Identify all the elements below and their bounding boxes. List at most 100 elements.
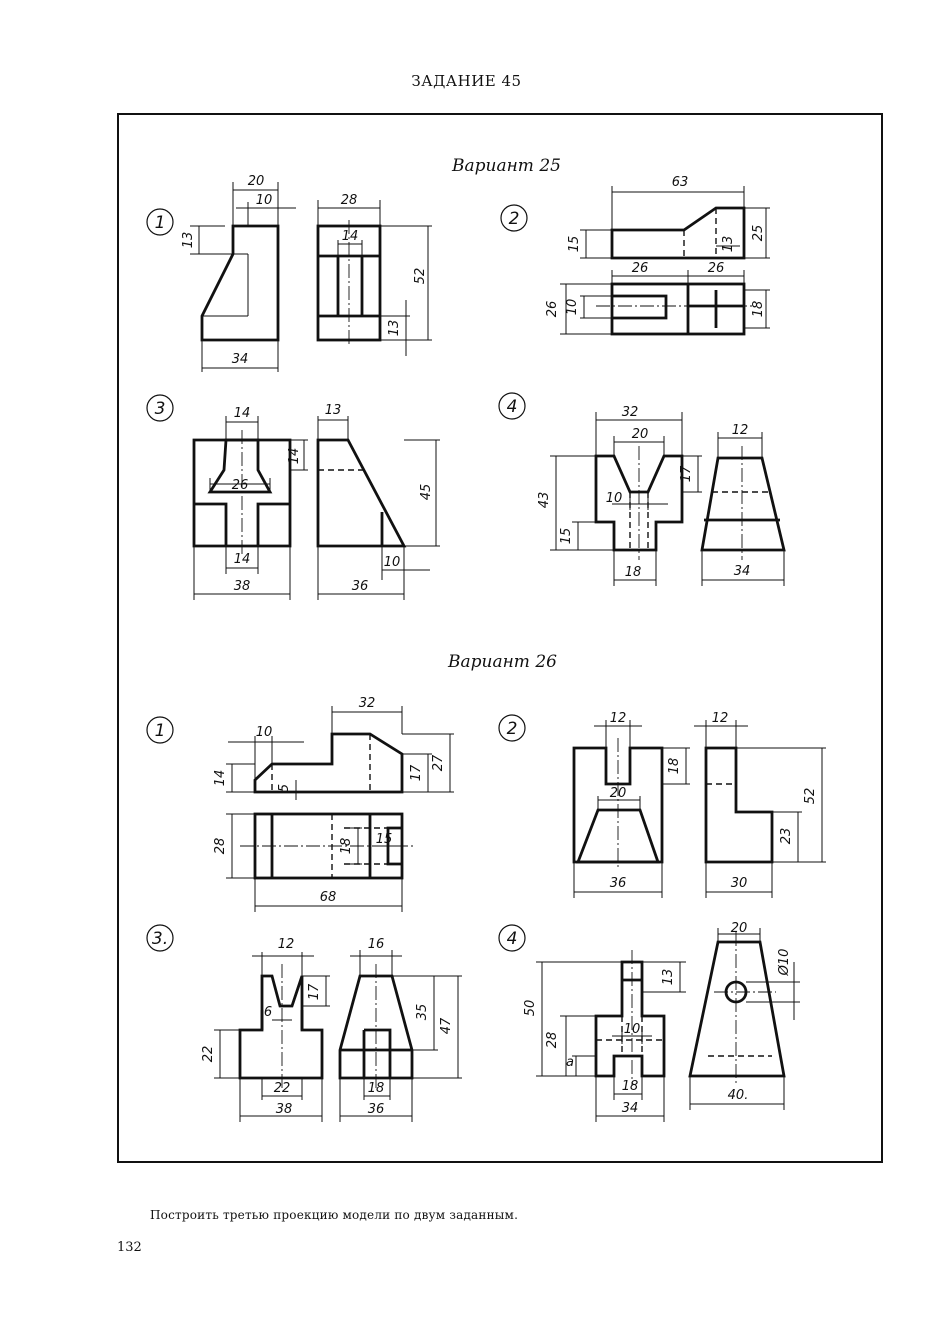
dimension-label: 10 xyxy=(256,193,273,208)
dimension-lines xyxy=(580,186,770,259)
dimension-lines xyxy=(689,928,800,1110)
dimension-label: 26 xyxy=(545,301,560,318)
dimension-lines xyxy=(560,270,770,335)
exercise-number-circle xyxy=(146,208,174,236)
dimension-label: 20 xyxy=(632,427,649,442)
dimension-label: 20 xyxy=(731,921,748,936)
variant-25-title: Вариант 25 xyxy=(452,156,561,176)
dimension-label: 28 xyxy=(545,1032,560,1049)
v25-ex3: 3 14 14 26 14 38 13 45 10 36 xyxy=(146,394,440,600)
dimension-label: 38 xyxy=(234,579,251,594)
dimension-lines xyxy=(226,813,406,912)
dimension-label: 28 xyxy=(213,838,228,855)
dimension-lines xyxy=(536,961,686,1122)
dimension-label: 10 xyxy=(624,1022,641,1037)
dimension-label: 25 xyxy=(751,225,766,242)
centerline xyxy=(714,932,776,1086)
dimension-label: 43 xyxy=(537,492,552,509)
dimension-label: 18 xyxy=(339,838,354,855)
front-view xyxy=(200,224,280,342)
dimension-label: 17 xyxy=(409,764,424,781)
dimension-label: 34 xyxy=(622,1101,639,1116)
dimension-label: 10 xyxy=(256,725,273,740)
exercise-number-circle xyxy=(498,714,526,742)
exercise-number: 3 xyxy=(155,399,166,419)
dimension-label: 18 xyxy=(622,1079,639,1094)
exercise-number-circle xyxy=(500,204,528,232)
dimension-label: 13 xyxy=(325,403,342,418)
dimension-label: 63 xyxy=(672,175,689,190)
front-view xyxy=(238,974,324,1080)
dimension-label: 14 xyxy=(234,406,251,421)
exercise-number-circle xyxy=(498,392,526,420)
side-view xyxy=(316,438,407,548)
dimension-label: 28 xyxy=(341,193,358,208)
side-view xyxy=(704,746,774,864)
front-view xyxy=(253,732,404,794)
dimension-label: 20 xyxy=(248,174,265,189)
page-title: ЗАДАНИЕ 45 xyxy=(411,72,522,90)
dimension-label: 20 xyxy=(610,786,627,801)
dimension-label: 10 xyxy=(384,555,401,570)
task-instruction: Построить третью проекцию модели по двум… xyxy=(150,1208,519,1222)
v25-ex4: 4 32 20 17 43 10 15 18 12 34 xyxy=(498,392,786,586)
dimension-label: 13 xyxy=(661,969,676,986)
dimension-label: 45 xyxy=(419,484,434,501)
dimension-lines xyxy=(214,952,330,1122)
front-view xyxy=(610,282,746,336)
variant-26-title: Вариант 26 xyxy=(448,652,557,672)
dimension-label: 23 xyxy=(779,828,794,845)
dimension-label: 13 xyxy=(181,232,196,249)
dimension-label: Ø10 xyxy=(777,949,792,977)
dimension-label: 22 xyxy=(274,1081,291,1096)
drawing-frame xyxy=(117,113,883,1163)
side-view xyxy=(700,456,786,552)
dimension-label: 32 xyxy=(359,696,376,711)
dimension-label: 16 xyxy=(368,937,385,952)
dimension-label: 27 xyxy=(431,754,446,771)
front-view-edges xyxy=(194,502,290,546)
dimension-label: 32 xyxy=(622,405,639,420)
exercise-number: 1 xyxy=(155,213,166,233)
dimension-label: 38 xyxy=(276,1102,293,1117)
dimension-label: 36 xyxy=(368,1102,385,1117)
dimension-label: 14 xyxy=(234,552,251,567)
dimension-label: 14 xyxy=(342,229,359,244)
dimension-label: 36 xyxy=(610,876,627,891)
dimension-label: 15 xyxy=(559,528,574,545)
dimension-lines xyxy=(193,416,308,600)
dimension-label: 22 xyxy=(201,1046,216,1063)
exercise-number: 1 xyxy=(155,721,166,741)
dimension-label: 12 xyxy=(732,423,749,438)
dimension-lines xyxy=(317,200,432,356)
dimension-lines xyxy=(573,720,690,898)
dimension-label: 15 xyxy=(567,236,582,253)
dimension-label: 18 xyxy=(667,758,682,775)
page-number: 132 xyxy=(117,1240,142,1255)
dimension-label: a xyxy=(566,1055,574,1070)
exercise-number: 3. xyxy=(152,929,168,949)
dimension-lines xyxy=(226,706,454,800)
dimension-label: 10 xyxy=(565,299,580,316)
front-view-edges xyxy=(612,284,744,334)
dimension-label: 36 xyxy=(352,579,369,594)
v26-ex3: 3. 12 17 6 22 22 38 16 35 47 18 36 xyxy=(146,924,462,1122)
dimension-lines xyxy=(339,950,462,1122)
dimension-label: 26 xyxy=(632,261,649,276)
dimension-label: 12 xyxy=(712,711,729,726)
dimension-label: 14 xyxy=(213,770,228,787)
exercise-number-circle xyxy=(146,924,174,952)
dimension-lines xyxy=(317,416,440,600)
dimension-label: 12 xyxy=(610,711,627,726)
dimension-label: 50 xyxy=(523,1000,538,1017)
v25-ex2: 2 63 15 13 25 26 26 26 10 18 xyxy=(500,175,770,336)
exercise-number-circle xyxy=(498,924,526,952)
dimension-label: 35 xyxy=(415,1004,430,1021)
dimension-label: 10 xyxy=(606,491,623,506)
v26-ex4: 4 13 50 28 10 a 18 34 20 Ø10 40. xyxy=(498,921,800,1122)
front-view-edges xyxy=(260,1010,304,1030)
dimension-label: 15 xyxy=(376,832,393,847)
dimension-label: 26 xyxy=(232,478,249,493)
dimension-label: 68 xyxy=(320,890,337,905)
